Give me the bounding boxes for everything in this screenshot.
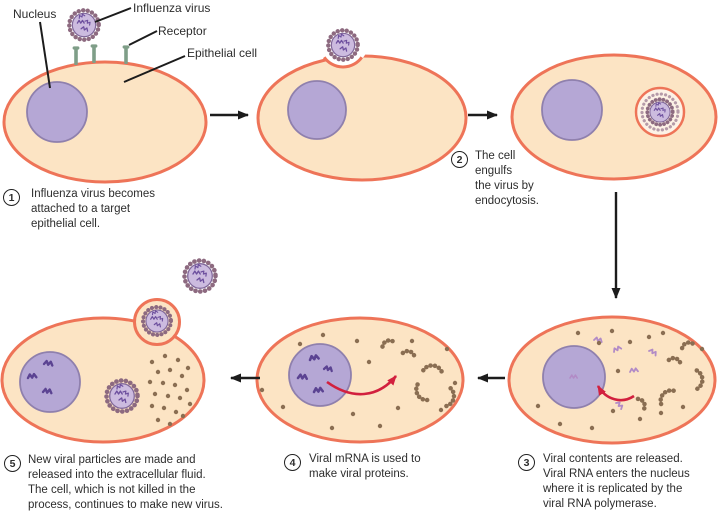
- released-virus-particles-dots: [147, 353, 193, 427]
- epithelial-cell-stage-1: [2, 10, 208, 184]
- epithelial-cell-stage-4: [507, 315, 717, 445]
- nucleus-stage-3: [541, 79, 603, 141]
- step-2-caption: The cell engulfs the virus by endocytosi…: [475, 150, 539, 207]
- receptor-label: Receptor: [158, 24, 207, 38]
- step-4-number: 4: [284, 454, 301, 471]
- nucleus-stage-6: [19, 351, 81, 413]
- rna-into-nucleus-arrow: [596, 385, 635, 402]
- nucleus-stage-5: [288, 343, 352, 407]
- nucleus-pointer-line: [39, 21, 51, 89]
- nucleus-label: Nucleus: [13, 7, 57, 21]
- mrna-to-proteins-arrow: [326, 375, 398, 396]
- nucleus-stage-1: [26, 81, 88, 143]
- influenza-virus-icon-attached: [69, 10, 98, 39]
- influenza-virus-icon-released: [185, 261, 216, 292]
- step-4-caption: Viral mRNA is used to make viral protein…: [309, 453, 421, 480]
- step-5-caption: New viral particles are made and release…: [28, 454, 223, 511]
- step-5-number: 5: [4, 455, 21, 472]
- epithelial-cell-label: Epithelial cell: [187, 46, 258, 60]
- epithelial-cell-stage-2: [256, 15, 468, 182]
- ribosome-dots: [535, 328, 705, 431]
- epithelial-cell-stage-3: [510, 53, 718, 181]
- ribosome-dots: [259, 332, 458, 431]
- nucleus-stage-2: [287, 80, 347, 140]
- influenza-virus-label: Influenza virus: [133, 1, 211, 15]
- epithelial-cell-stage-6: [0, 298, 206, 444]
- receptor-pointer-line: [128, 30, 158, 46]
- step-1-caption: Influenza virus becomes attached to a ta…: [31, 188, 156, 230]
- step-3-caption: Viral contents are released. Viral RNA e…: [543, 453, 690, 510]
- epithelial-cell-stage-5: [255, 316, 465, 444]
- influenza-virus-pointer-line: [94, 7, 132, 23]
- epithelial-cell-pointer-line: [123, 55, 186, 83]
- step-2-number: 2: [451, 151, 468, 168]
- label-pointer-lines: [39, 7, 186, 89]
- step-3-number: 3: [518, 454, 535, 471]
- step-1-number: 1: [3, 189, 20, 206]
